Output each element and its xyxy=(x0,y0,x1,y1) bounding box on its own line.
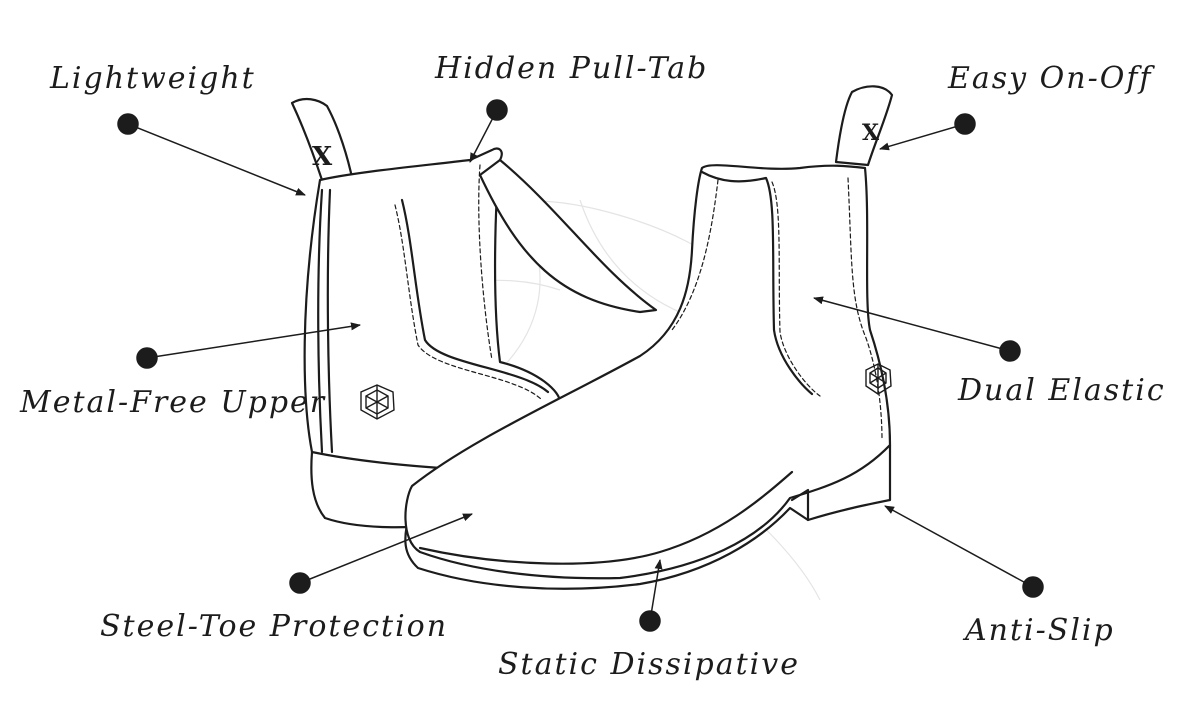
label-steel-toe-protection: Steel-Toe Protection xyxy=(100,609,449,644)
badge-icon-back xyxy=(360,384,395,420)
badge-icon-front xyxy=(865,363,892,395)
brand-x-mark-back: X xyxy=(312,142,333,172)
leader-easy-on-off xyxy=(879,113,976,151)
label-metal-free-upper: Metal-Free Upper xyxy=(20,385,327,420)
front-boot xyxy=(404,85,894,590)
front-pull-tab-x-mark: X xyxy=(862,120,880,146)
leader-steel-toe-protection xyxy=(289,513,473,594)
leader-anti-slip xyxy=(884,505,1044,598)
leader-static-dissipative xyxy=(639,559,663,632)
callout-leaders xyxy=(117,99,1044,632)
leader-hidden-pull-tab xyxy=(469,99,508,163)
leader-metal-free-upper xyxy=(136,322,361,369)
leader-lightweight xyxy=(117,113,306,196)
brand-x-mark-front: X xyxy=(862,120,880,146)
leader-dual-elastic xyxy=(813,296,1021,362)
label-hidden-pull-tab: Hidden Pull-Tab xyxy=(435,51,709,86)
label-anti-slip: Anti-Slip xyxy=(965,613,1115,648)
label-dual-elastic: Dual Elastic xyxy=(958,373,1166,408)
label-easy-on-off: Easy On-Off xyxy=(948,61,1153,96)
back-boot xyxy=(290,97,658,529)
label-lightweight: Lightweight xyxy=(50,61,256,96)
back-pull-tab-x-mark: X xyxy=(312,142,333,172)
label-static-dissipative: Static Dissipative xyxy=(498,647,800,682)
front-boot-shaft xyxy=(404,164,892,580)
